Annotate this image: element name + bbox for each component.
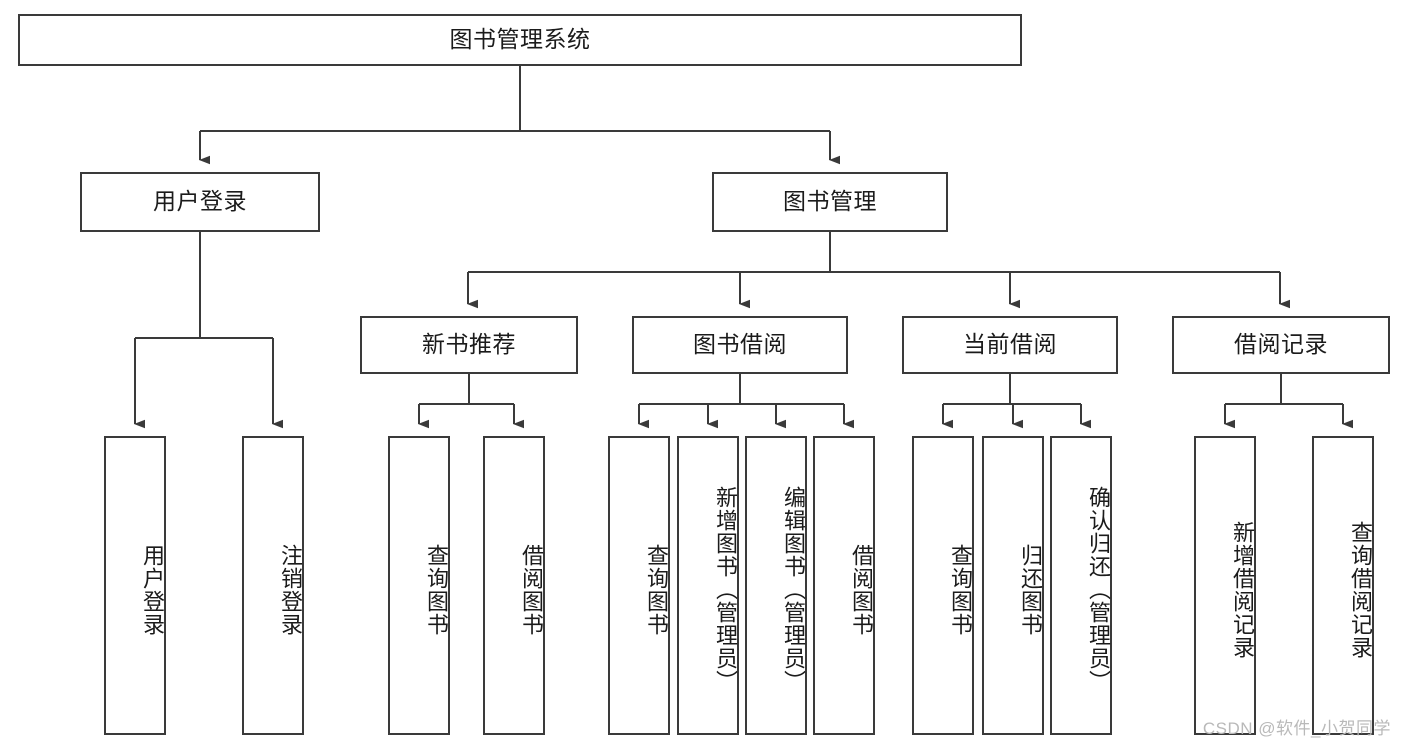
node-leaf-borrow-book[interactable]: 借阅图书 (813, 436, 875, 735)
node-label: 归还图书 (1018, 543, 1043, 636)
node-leaf-query-book-recommend[interactable]: 查询图书 (388, 436, 450, 735)
borrow-record-to-leaves-connectors (1223, 374, 1353, 429)
node-leaf-user-logout[interactable]: 注销登录 (242, 436, 304, 735)
node-label: 新增图书（管理员） (713, 486, 738, 693)
node-borrow-record[interactable]: 借阅记录 (1172, 316, 1390, 374)
csdn-watermark: CSDN @软件_小贺同学 (1202, 719, 1391, 738)
root-to-level1-connectors (198, 66, 840, 165)
node-leaf-user-login[interactable]: 用户登录 (104, 436, 166, 735)
node-label: 确认归还（管理员） (1086, 486, 1111, 693)
node-label: 编辑图书（管理员） (781, 486, 806, 693)
new-book-recommend-to-leaves-connectors (417, 374, 524, 429)
node-label: 用户登录 (153, 188, 247, 215)
node-label: 图书借阅 (693, 331, 787, 358)
node-book-borrow[interactable]: 图书借阅 (632, 316, 848, 374)
node-leaf-return-book[interactable]: 归还图书 (982, 436, 1044, 735)
node-root-book-management-system[interactable]: 图书管理系统 (18, 14, 1022, 66)
node-leaf-edit-book-admin[interactable]: 编辑图书（管理员） (745, 436, 807, 735)
node-leaf-query-book-current[interactable]: 查询图书 (912, 436, 974, 735)
node-label: 查询图书 (948, 543, 973, 636)
node-label: 新增借阅记录 (1230, 520, 1255, 659)
node-new-book-recommend[interactable]: 新书推荐 (360, 316, 578, 374)
node-label: 查询图书 (424, 543, 449, 636)
node-leaf-query-borrow-record[interactable]: 查询借阅记录 (1312, 436, 1374, 735)
node-current-borrow[interactable]: 当前借阅 (902, 316, 1118, 374)
node-label: 借阅图书 (849, 543, 874, 636)
node-book-management[interactable]: 图书管理 (712, 172, 948, 232)
node-label: 新书推荐 (422, 331, 516, 358)
node-leaf-add-borrow-record[interactable]: 新增借阅记录 (1194, 436, 1256, 735)
node-user-login[interactable]: 用户登录 (80, 172, 320, 232)
node-label: 图书管理系统 (449, 26, 591, 53)
node-leaf-borrow-book-recommend[interactable]: 借阅图书 (483, 436, 545, 735)
book-manage-to-level2-connectors (466, 232, 1290, 309)
node-leaf-confirm-return-admin[interactable]: 确认归还（管理员） (1050, 436, 1112, 735)
node-label: 当前借阅 (963, 331, 1057, 358)
node-label: 注销登录 (278, 543, 303, 636)
node-leaf-query-book-borrow[interactable]: 查询图书 (608, 436, 670, 735)
node-label: 图书管理 (783, 188, 877, 215)
book-borrow-to-leaves-connectors (637, 374, 854, 429)
node-label: 查询借阅记录 (1348, 520, 1373, 659)
node-label: 查询图书 (644, 543, 669, 636)
node-label: 借阅图书 (519, 543, 544, 636)
node-label: 借阅记录 (1234, 331, 1328, 358)
user-login-to-leaves-connectors (133, 232, 283, 429)
node-leaf-add-book-admin[interactable]: 新增图书（管理员） (677, 436, 739, 735)
current-borrow-to-leaves-connectors (941, 374, 1091, 429)
node-label: 用户登录 (140, 543, 165, 636)
